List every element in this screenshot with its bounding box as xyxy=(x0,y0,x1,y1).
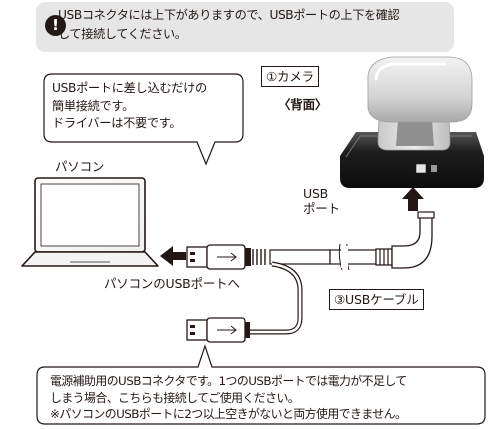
up-arrow-icon xyxy=(402,187,424,211)
to-pc-port-label: パソコンのUSBポートへ xyxy=(104,276,240,291)
callout-bottom-line-3: ※パソコンのUSBポートに2つ以上空きがないと両方使用できません。 xyxy=(50,407,407,422)
usb-port-label-line-2: ポート xyxy=(303,201,340,216)
usb-a-plug-main xyxy=(186,244,266,270)
cable-label: ③USBケーブル xyxy=(329,289,424,310)
usb-port-label: USB ポート xyxy=(303,186,340,216)
pc-label: パソコン xyxy=(55,159,105,174)
camera-label: ①カメラ xyxy=(261,66,319,87)
left-arrow-icon xyxy=(160,246,186,266)
rear-label: 〈背面〉 xyxy=(278,97,328,112)
usb-port-label-line-1: USB xyxy=(303,186,329,201)
notice-line-2: して接続してください。 xyxy=(58,27,187,41)
usb-b-plug-angled xyxy=(375,211,435,269)
callout-bottom-text: 電源補助用のUSBコネクタです。1つのUSBポートでは電力が不足して しまう場合… xyxy=(50,373,490,423)
usb-a-plug-power xyxy=(186,317,250,343)
exclamation-icon: ! xyxy=(45,15,66,36)
notice-text: USBコネクタには上下がありますので、USBポートの上下を確認 して接続してくだ… xyxy=(58,6,450,44)
callout-top-bubble xyxy=(43,73,244,166)
notice-line-1: USBコネクタには上下がありますので、USBポートの上下を確認 xyxy=(58,8,400,22)
laptop-illustration xyxy=(21,177,159,267)
callout-top-line-2: 簡単接続です。 xyxy=(52,98,134,113)
notice-banner: ! xyxy=(36,2,454,52)
camera-illustration xyxy=(340,56,484,188)
callout-bottom-line-1: 電源補助用のUSBコネクタです。1つのUSBポートでは電力が不足して xyxy=(50,374,407,388)
usb-cable xyxy=(248,243,377,335)
callout-top-text: USBポートに差し込むだけの 簡単接続です。 ドライバーは不要です。 xyxy=(52,80,240,133)
callout-top-line-3: ドライバーは不要です。 xyxy=(52,116,182,130)
callout-bottom-line-2: しまう場合、こちらも接続してご使用ください。 xyxy=(50,390,300,405)
callout-bottom-bubble xyxy=(36,344,486,425)
callout-top-line-1: USBポートに差し込むだけの xyxy=(52,81,207,95)
